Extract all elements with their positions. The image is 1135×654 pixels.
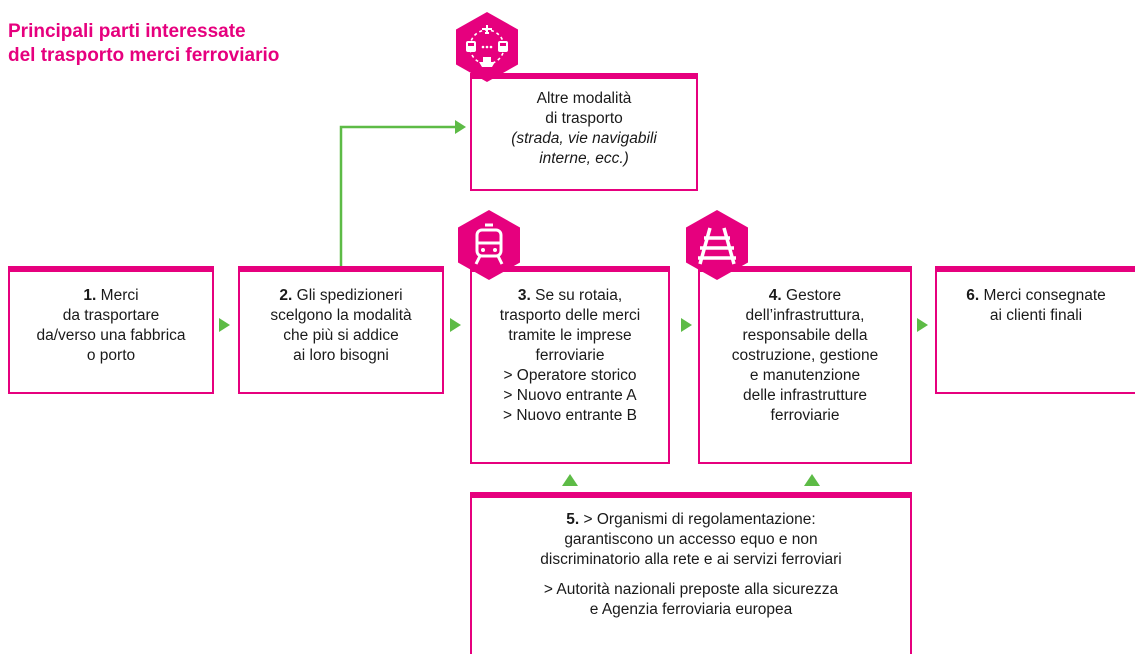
step-number: 1. <box>83 287 97 304</box>
arrow-to-other-modes <box>455 120 466 134</box>
step-text: Merci consegnate <box>983 287 1106 304</box>
step-text: ai loro bisogni <box>293 347 389 364</box>
step-text: Gestore <box>786 287 842 304</box>
step-text: garantiscono un accesso equo e non <box>564 531 818 548</box>
step-text: Gli spedizioneri <box>296 287 403 304</box>
step-text: > Organismi di regolamentazione: <box>583 511 816 528</box>
railway-undertaking-item: > Operatore storico <box>503 367 637 384</box>
step-text: tramite le imprese <box>508 327 632 344</box>
diagram-title: Principali parti interessate del traspor… <box>8 20 279 68</box>
step-text: ferroviarie <box>770 407 840 424</box>
step-number: 3. <box>517 287 531 304</box>
step-text: da trasportare <box>62 307 160 324</box>
step-number: 6. <box>966 287 980 304</box>
arrow-5-to-4 <box>804 474 820 486</box>
step-text: che più si addice <box>283 327 399 344</box>
other-modes-line: di trasporto <box>545 110 623 127</box>
step-text: scelgono la modalità <box>270 307 412 324</box>
step-text: costruzione, gestione <box>731 347 879 364</box>
railway-undertaking-item: > Nuovo entrante B <box>503 407 637 424</box>
step-text: discriminatorio alla rete e ai servizi f… <box>540 551 842 568</box>
step-number: 5. <box>566 511 580 528</box>
step-text: responsabile della <box>742 327 868 344</box>
step-text: e Agenzia ferroviaria europea <box>589 601 793 618</box>
step-number: 4. <box>768 287 782 304</box>
arrow-2-to-3 <box>450 318 461 332</box>
step-text: dell’infrastruttura, <box>745 307 865 324</box>
step-text: trasporto delle merci <box>499 307 641 324</box>
transport-modes-icon <box>456 12 518 82</box>
spacer <box>478 570 904 580</box>
box-other-modes: Altre modalità di trasporto (strada, vie… <box>470 73 698 191</box>
other-modes-line: Altre modalità <box>536 90 632 107</box>
step-text: Merci <box>100 287 139 304</box>
arrow-5-to-3 <box>562 474 578 486</box>
step-number: 2. <box>279 287 293 304</box>
title-line-1: Principali parti interessate <box>8 21 246 42</box>
arrow-1-to-2 <box>219 318 230 332</box>
box-step-3: 3. Se su rotaia, trasporto delle merci t… <box>470 266 670 464</box>
arrow-3-to-4 <box>681 318 692 332</box>
step-text: > Autorità nazionali preposte alla sicur… <box>543 581 839 598</box>
step-text: ai clienti finali <box>989 307 1083 324</box>
railway-undertaking-item: > Nuovo entrante A <box>503 387 637 404</box>
step-text: o porto <box>86 347 136 364</box>
box-step-1: 1. Merci da trasportare da/verso una fab… <box>8 266 214 394</box>
other-modes-examples: interne, ecc.) <box>539 150 629 167</box>
other-modes-examples: (strada, vie navigabili <box>511 130 657 147</box>
step-text: e manutenzione <box>749 367 861 384</box>
box-step-2: 2. Gli spedizioneri scelgono la modalità… <box>238 266 444 394</box>
step-text: ferroviarie <box>535 347 605 364</box>
title-line-2: del trasporto merci ferroviario <box>8 45 280 66</box>
box-step-6: 6. Merci consegnate ai clienti finali <box>935 266 1135 394</box>
step-text: delle infrastrutture <box>742 387 868 404</box>
arrow-4-to-6 <box>917 318 928 332</box>
box-step-4: 4. Gestore dell’infrastruttura, responsa… <box>698 266 912 464</box>
step-text: Se su rotaia, <box>535 287 623 304</box>
box-step-5: 5. > Organismi di regolamentazione: gara… <box>470 492 912 654</box>
step-text: da/verso una fabbrica <box>36 327 186 344</box>
